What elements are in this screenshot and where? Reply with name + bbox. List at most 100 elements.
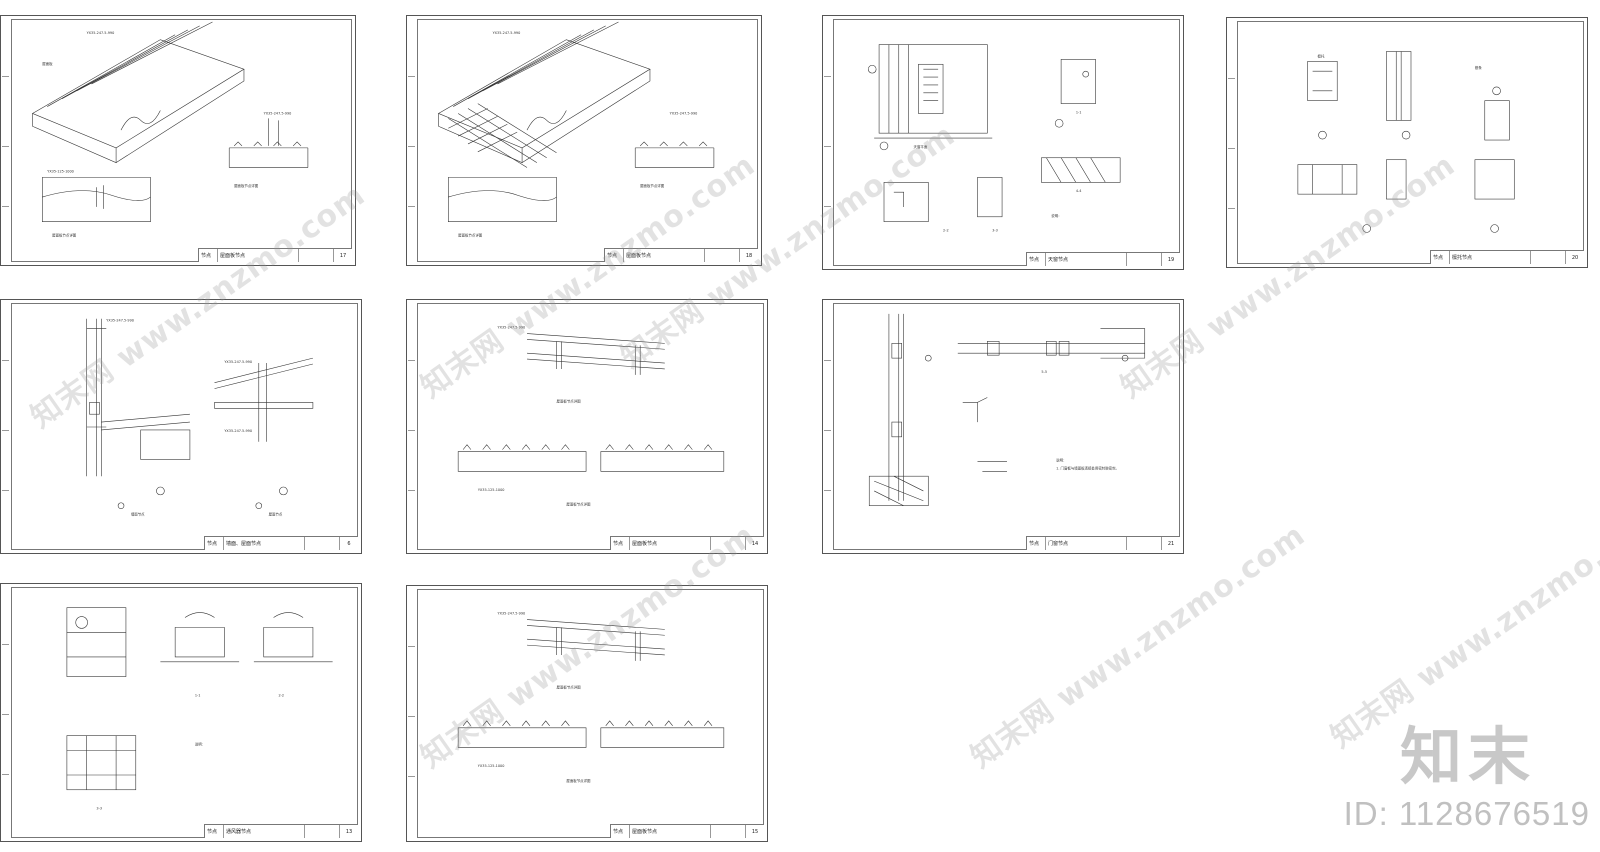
title-block-page: 14 — [751, 541, 759, 547]
title-block-title: 屋面板节点 — [218, 249, 299, 262]
title-block: 节点 屋面板节点 17 — [198, 248, 352, 262]
title-block-mark: 节点 — [205, 537, 224, 550]
svg-text:檩条: 檩条 — [1475, 65, 1482, 70]
title-block-mark: 节点 — [205, 825, 224, 838]
svg-text:说明：: 说明： — [1051, 213, 1061, 218]
title-block-mark: 节点 — [611, 537, 630, 550]
svg-text:YX35-247.5-990: YX35-247.5-990 — [670, 111, 698, 115]
svg-text:天窗平面: 天窗平面 — [914, 144, 928, 149]
ventilator-section-1-1: 1-1 — [195, 693, 201, 697]
svg-text:屋面板节点详图: 屋面板节点详图 — [234, 183, 259, 188]
svg-text:YX35-247.5-990: YX35-247.5-990 — [224, 429, 252, 433]
svg-text:屋面板节点详图: 屋面板节点详图 — [557, 684, 582, 689]
title-block-mark: 节点 — [1027, 537, 1046, 550]
title-block: 节点 天窗节点 19 — [1026, 252, 1180, 266]
roof-panel-section-drawing-15: YX35-247.5-990 YX35-125-1000 屋面板节点详图 屋面板… — [457, 612, 725, 783]
binding-margin — [823, 300, 833, 553]
title-block: 节点 屋面板节点 15 — [610, 824, 764, 838]
drawing-sheet-18[interactable]: YX35-247.5-990 YX35-247.5-990 屋面板节点详图 屋面… — [406, 15, 762, 266]
title-block-blank — [705, 249, 740, 262]
svg-text:说明：: 说明： — [195, 741, 205, 746]
svg-text:1. 门窗框与墙面板连接处用密封胶密封。: 1. 门窗框与墙面板连接处用密封胶密封。 — [1056, 465, 1119, 470]
roof-panel-section-drawing-14: YX35-247.5-990 YX35-125-1000 屋面板节点详图 屋面板… — [457, 326, 725, 507]
binding-margin — [407, 586, 417, 841]
drawing-frame: YX35-247.5-990 屋面板 YX35-125-1000 YX35-24… — [11, 19, 352, 262]
svg-text:YX35-125-1000: YX35-125-1000 — [47, 169, 74, 173]
drawing-sheet-15[interactable]: YX35-247.5-990 YX35-125-1000 屋面板节点详图 屋面板… — [406, 585, 768, 842]
title-block-blank — [1127, 537, 1162, 550]
panel-spec-a: YX35-247.5-990 — [498, 326, 526, 330]
binding-margin — [407, 300, 417, 553]
drawing-sheet-17[interactable]: YX35-247.5-990 屋面板 YX35-125-1000 YX35-24… — [0, 15, 356, 266]
section-label-3-3: 3-3 — [992, 229, 998, 233]
title-block-blank — [305, 825, 340, 838]
svg-text:屋面板节点详图: 屋面板节点详图 — [557, 398, 582, 403]
drawing-sheet-13[interactable]: 1-1 2-2 3-3 说明： 节点 通风器节点 13 — [0, 583, 362, 842]
drawing-sheet-21[interactable]: 5-5 说明： 1. 门窗框与墙面板连接处用密封胶密封。 节点 门窗节点 21 — [822, 299, 1184, 554]
binding-margin — [1, 16, 11, 265]
svg-text:屋面板节点详图: 屋面板节点详图 — [640, 183, 665, 188]
svg-text:屋面板节点详图: 屋面板节点详图 — [566, 778, 591, 783]
title-block-title: 墙面、屋面节点 — [224, 537, 305, 550]
title-block-blank — [1531, 251, 1566, 264]
drawing-frame: 1-1 2-2 3-3 说明： — [11, 587, 358, 838]
title-block: 节点 门窗节点 21 — [1026, 536, 1180, 550]
title-block-title: 檩托节点 — [1450, 251, 1531, 264]
binding-margin — [1227, 18, 1237, 267]
title-block-title: 天窗节点 — [1046, 253, 1127, 266]
roof-panel-isometric-drawing: YX35-247.5-990 屋面板 YX35-125-1000 YX35-24… — [31, 21, 309, 237]
svg-text:屋面节点: 屋面节点 — [269, 512, 283, 517]
wall-roof-joint-drawing: YX35-247.5-990 YX35-247.5-990 YX35-247.5… — [86, 319, 314, 517]
ventilator-section-3-3: 3-3 — [96, 806, 102, 810]
title-block-title: 屋面板节点 — [624, 249, 705, 262]
title-block-page: 6 — [347, 541, 351, 547]
svg-text:YX35-247.5-990: YX35-247.5-990 — [106, 319, 134, 323]
section-label-5-5: 5-5 — [1041, 370, 1047, 374]
svg-text:YX35-247.5-990: YX35-247.5-990 — [224, 360, 252, 364]
section-label-1-1: 1-1 — [1076, 110, 1082, 114]
drawing-sheet-14[interactable]: YX35-247.5-990 YX35-125-1000 屋面板节点详图 屋面板… — [406, 299, 768, 554]
drawing-sheet-6[interactable]: YX35-247.5-990 YX35-247.5-990 YX35-247.5… — [0, 299, 362, 554]
drawing-sheet-19[interactable]: 天窗平面 2-2 3-3 1-1 4-4 说明： 节点 天窗节点 19 — [822, 15, 1184, 270]
svg-text:屋面板节点详图: 屋面板节点详图 — [52, 232, 77, 237]
title-block-blank — [1127, 253, 1162, 266]
drawing-sheet-20[interactable]: 檩托 檩条 节点 檩托节点 20 — [1226, 17, 1588, 268]
binding-margin — [1, 584, 11, 841]
roof-panel-grid-drawing: YX35-247.5-990 YX35-247.5-990 屋面板节点详图 屋面… — [437, 21, 715, 237]
svg-text:YX35-247.5-990: YX35-247.5-990 — [264, 111, 292, 115]
door-window-detail-drawing: 5-5 说明： 1. 门窗框与墙面板连接处用密封胶密封。 — [868, 313, 1146, 507]
drawing-frame: YX35-247.5-990 YX35-125-1000 屋面板节点详图 屋面板… — [417, 589, 764, 838]
title-block-mark: 节点 — [1027, 253, 1046, 266]
panel-spec-b-15: YX35-125-1000 — [478, 764, 505, 768]
section-label-2-2: 2-2 — [943, 229, 949, 233]
svg-text:YX35-247.5-990: YX35-247.5-990 — [493, 31, 521, 35]
binding-margin — [407, 16, 417, 265]
title-block-blank — [711, 537, 746, 550]
svg-text:YX35-247.5-990: YX35-247.5-990 — [87, 31, 115, 35]
drawing-frame: 檩托 檩条 — [1237, 21, 1584, 264]
title-block-title: 屋面板节点 — [630, 825, 711, 838]
drawing-frame: YX35-247.5-990 YX35-247.5-990 YX35-247.5… — [11, 303, 358, 550]
title-block-page: 20 — [1571, 255, 1579, 261]
binding-margin — [823, 16, 833, 269]
title-block-blank — [305, 537, 340, 550]
drawing-frame: YX35-247.5-990 YX35-247.5-990 屋面板节点详图 屋面… — [417, 19, 758, 262]
title-block-page: 13 — [345, 829, 353, 835]
drawing-frame: 天窗平面 2-2 3-3 1-1 4-4 说明： — [833, 19, 1180, 266]
panel-spec-b: YX35-125-1000 — [478, 488, 505, 492]
title-block-page: 18 — [745, 253, 753, 259]
ventilator-detail-drawing: 1-1 2-2 3-3 说明： — [66, 607, 333, 810]
drawing-frame: 5-5 说明： 1. 门窗框与墙面板连接处用密封胶密封。 — [833, 303, 1180, 550]
svg-text:檩托: 檩托 — [1318, 53, 1325, 58]
svg-text:屋面板: 屋面板 — [42, 61, 53, 66]
title-block: 节点 屋面板节点 14 — [610, 536, 764, 550]
title-block-page: 19 — [1167, 257, 1175, 263]
title-block-blank — [711, 825, 746, 838]
panel-spec-a-15: YX35-247.5-990 — [498, 612, 526, 616]
image-id-text: ID: 1128676519 — [1343, 795, 1590, 832]
title-block-page: 17 — [339, 253, 347, 259]
purlin-bracket-detail-drawing: 檩托 檩条 — [1297, 51, 1515, 233]
ventilator-section-2-2: 2-2 — [278, 693, 284, 697]
title-block: 节点 檩托节点 20 — [1430, 250, 1584, 264]
svg-text:屋面板节点详图: 屋面板节点详图 — [458, 232, 483, 237]
